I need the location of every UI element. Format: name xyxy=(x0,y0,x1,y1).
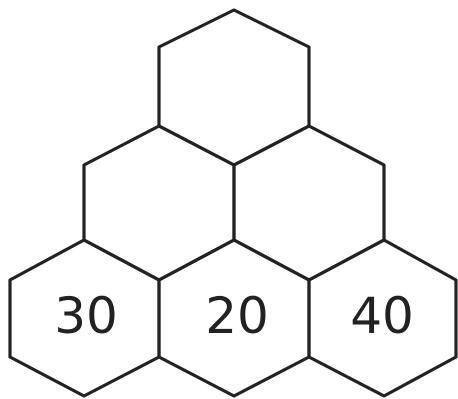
hexagon-bottom-right-label: 40 xyxy=(350,287,414,345)
hexagon-top xyxy=(157,8,311,167)
hexagon-middle-right xyxy=(232,124,386,282)
hexagon-bottom-middle-label: 20 xyxy=(205,287,269,345)
hexagon-bottom-right xyxy=(307,238,458,398)
hexagon-bottom-left-label: 30 xyxy=(54,287,118,345)
hexagon-middle-left xyxy=(82,124,236,282)
